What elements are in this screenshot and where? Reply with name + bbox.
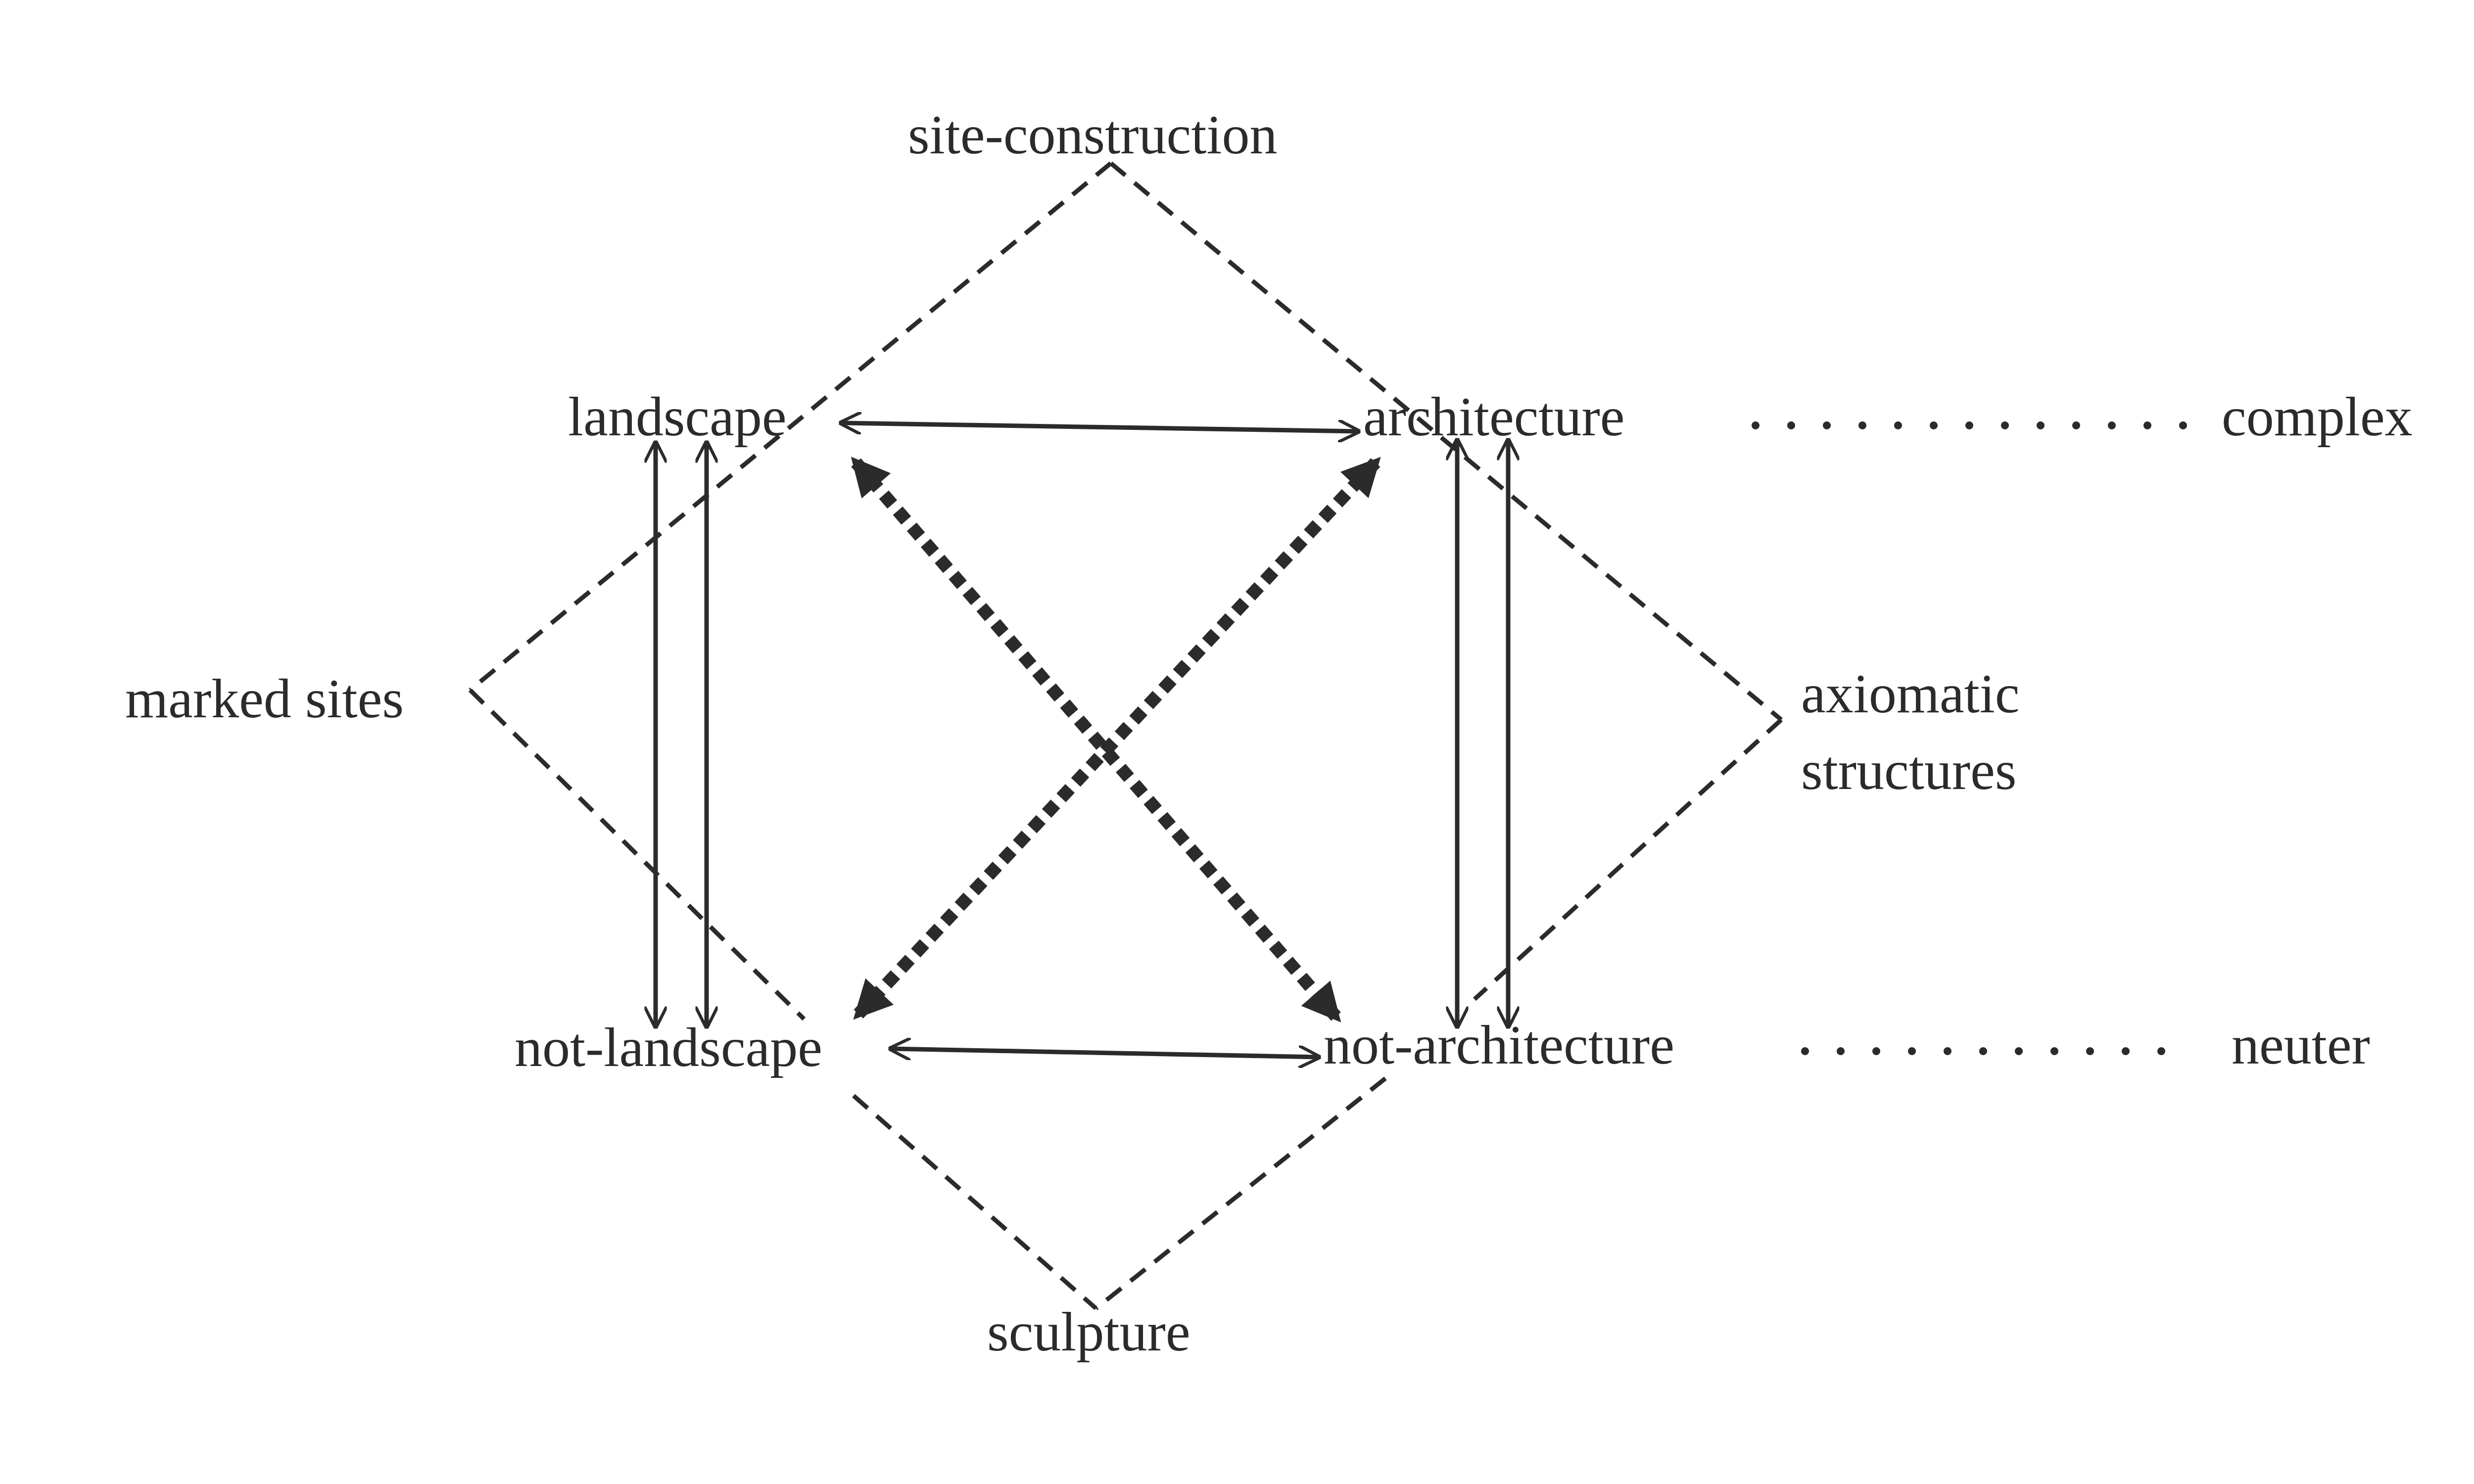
arrow-not-landscape-not-architecture xyxy=(891,1049,1319,1057)
dashed-line-axiomatic-structures-to-not-architecture xyxy=(1473,718,1783,1001)
label-sculpture: sculpture xyxy=(987,1301,1190,1363)
dashed-line-not-architecture-to-sculpture xyxy=(1094,1076,1387,1310)
label-not-architecture: not-architecture xyxy=(1324,1015,1674,1076)
dashed-line-not-landscape-to-sculpture xyxy=(852,1094,1097,1310)
label-not-landscape: not-landscape xyxy=(515,1017,822,1078)
label-site-construction: site-construction xyxy=(908,104,1277,166)
label-axiomatic: axiomatic xyxy=(1801,663,2020,725)
label-marked-sites: marked sites xyxy=(125,668,404,730)
label-structures: structures xyxy=(1801,740,2016,801)
label-complex: complex xyxy=(2222,386,2413,448)
dashed-line-site-construction-to-marked-sites xyxy=(469,161,1112,692)
label-neuter: neuter xyxy=(2232,1015,2370,1076)
arrow-landscape-architecture xyxy=(841,423,1358,431)
dashed-line-marked-sites-to-not-landscape xyxy=(468,688,806,1021)
label-landscape: landscape xyxy=(568,386,787,448)
label-architecture: architecture xyxy=(1363,386,1625,448)
